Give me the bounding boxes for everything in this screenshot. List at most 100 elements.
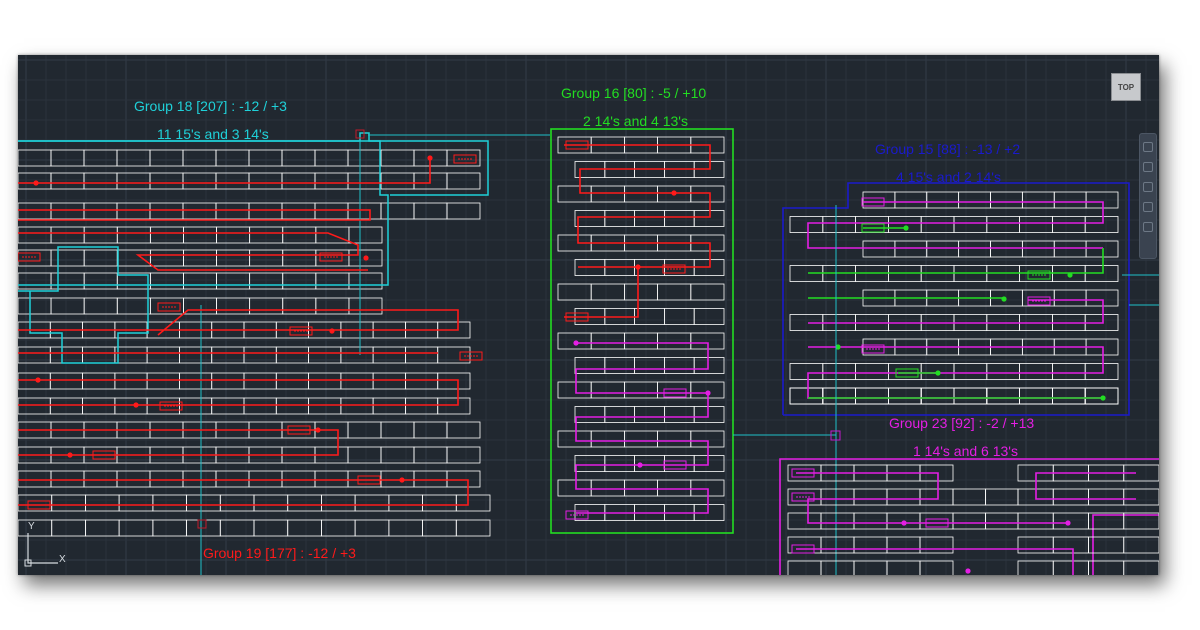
solar-module <box>281 172 316 190</box>
solar-module <box>182 470 217 488</box>
orbit-icon[interactable] <box>1143 202 1153 212</box>
solar-module <box>83 272 118 290</box>
solar-module <box>50 249 85 267</box>
ucs-x-label: X <box>59 554 66 565</box>
solar-module <box>347 202 382 220</box>
solar-module <box>590 479 625 497</box>
string-node <box>329 328 335 334</box>
solar-module <box>634 210 665 227</box>
solar-module <box>413 470 448 488</box>
navigation-bar[interactable] <box>1139 133 1157 259</box>
solar-module <box>446 446 481 464</box>
string-tag <box>92 450 116 460</box>
solar-module <box>664 210 695 227</box>
array-left <box>18 129 550 575</box>
solar-module <box>116 202 151 220</box>
solar-module <box>275 372 309 390</box>
solar-module <box>604 210 635 227</box>
solar-module <box>888 387 922 405</box>
solar-module <box>83 470 118 488</box>
group18-title: Group 18 [207] : -12 / +3 <box>134 98 287 114</box>
solar-module <box>455 494 491 512</box>
solar-module <box>1084 363 1119 380</box>
solar-module <box>1123 512 1159 530</box>
solar-module <box>853 512 888 530</box>
solar-module <box>986 387 1020 405</box>
solar-module <box>281 149 316 167</box>
group23-subtitle: 1 14's and 6 13's <box>913 443 1018 459</box>
string-path <box>808 299 1104 324</box>
solar-module <box>574 455 606 472</box>
showmotion-icon[interactable] <box>1143 222 1153 232</box>
solar-module <box>314 149 349 167</box>
string-tag <box>289 326 313 336</box>
solar-module <box>315 272 350 290</box>
solar-module <box>574 210 606 227</box>
steering-wheel-icon[interactable] <box>1143 142 1153 152</box>
solar-module <box>347 172 382 190</box>
solar-module <box>82 346 116 364</box>
view-cube[interactable]: TOP <box>1111 73 1141 101</box>
solar-module <box>314 470 349 488</box>
solar-module <box>116 149 151 167</box>
solar-module <box>455 519 491 537</box>
solar-module <box>986 387 1020 405</box>
group15-array <box>782 182 1159 575</box>
solar-module <box>624 430 659 448</box>
string-tag <box>453 154 477 164</box>
solar-module <box>787 512 822 530</box>
solar-module <box>243 372 277 390</box>
solar-module <box>624 479 659 497</box>
cad-viewport[interactable]: Group 18 [207] : -12 / +3 11 15's and 3 … <box>18 55 1159 575</box>
group19-title: Group 19 [177] : -12 / +3 <box>203 545 356 561</box>
solar-module <box>182 202 217 220</box>
solar-module <box>437 397 471 415</box>
solar-module <box>1123 488 1159 506</box>
solar-module <box>314 202 349 220</box>
solar-module <box>83 202 118 220</box>
string-path <box>18 232 368 271</box>
solar-module <box>216 249 251 267</box>
drawing-canvas[interactable] <box>18 55 1159 575</box>
solar-module <box>118 519 154 537</box>
solar-module <box>624 381 659 399</box>
solar-module <box>886 560 921 575</box>
solar-module <box>853 536 888 554</box>
string-node <box>935 370 941 376</box>
solar-module <box>1052 536 1089 554</box>
ucs-icon <box>24 533 58 567</box>
zoom-icon[interactable] <box>1143 182 1153 192</box>
solar-module <box>1052 387 1086 405</box>
solar-module <box>50 470 85 488</box>
solar-module <box>1085 240 1119 258</box>
solar-module <box>183 272 217 290</box>
solar-module <box>216 226 251 244</box>
solar-module <box>853 488 888 506</box>
solar-module <box>1052 363 1086 380</box>
solar-module <box>590 430 625 448</box>
solar-module <box>149 249 184 267</box>
solar-module <box>287 494 322 512</box>
solar-module <box>822 387 856 405</box>
solar-module <box>413 202 448 220</box>
string-tag <box>791 468 815 478</box>
solar-module <box>953 387 988 405</box>
solar-module <box>182 172 217 190</box>
solar-module <box>1052 560 1089 575</box>
solar-module <box>179 372 213 390</box>
string-node <box>399 477 405 483</box>
pan-icon[interactable] <box>1143 162 1153 172</box>
solar-module <box>693 308 725 325</box>
solar-module <box>348 249 383 267</box>
solar-module <box>952 512 986 530</box>
solar-module <box>347 446 382 464</box>
solar-module <box>953 216 988 233</box>
solar-module <box>953 387 988 405</box>
solar-module <box>18 346 51 364</box>
solar-module <box>1052 216 1086 233</box>
solar-module <box>1017 512 1054 530</box>
solar-module <box>50 149 85 167</box>
solar-module <box>116 249 151 267</box>
solar-module <box>83 172 118 190</box>
string-tag <box>861 344 885 354</box>
